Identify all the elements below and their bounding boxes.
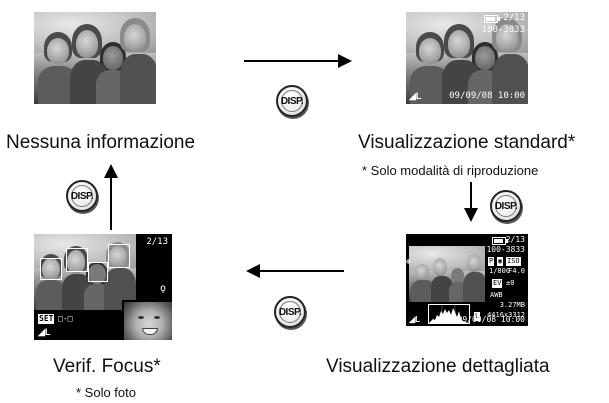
screen-detailed: ⊛ 2/13 100-3833 P ◉ ISO 1/800 F4.0 EV ±0…	[406, 234, 528, 326]
caption-standard: Visualizzazione standard*	[358, 132, 576, 153]
magnify-icon: ϙ	[159, 283, 166, 294]
frame-counter: 2/13	[505, 235, 525, 244]
face-frame	[108, 244, 130, 268]
size-L-icon: ◢L	[38, 327, 51, 337]
screen-no-info	[34, 12, 156, 104]
set-button-label: SET	[38, 314, 55, 324]
note-playback-only: * Solo modalità di riproduzione	[362, 163, 539, 178]
face-frame	[88, 262, 108, 282]
disp-button-icon: DISP.	[66, 180, 98, 212]
shutter-speed: 1/800	[489, 267, 511, 275]
exposure-comp-icon: EV	[492, 279, 503, 288]
frame-counter: 2/13	[503, 13, 525, 23]
metering-chip: ◉	[497, 257, 504, 266]
file-size: 3.27MB	[499, 301, 525, 309]
battery-icon	[484, 15, 500, 23]
image-resolution: 4416x3312	[487, 311, 525, 319]
exposure-comp: ±0	[506, 279, 515, 287]
arrow-up-left	[110, 176, 112, 230]
focus-zoom-inset	[122, 300, 172, 340]
disp-button-icon: DISP.	[276, 85, 308, 117]
arrow-head-right	[338, 54, 352, 68]
date-time: 09/09/08 10:00	[449, 91, 525, 101]
aperture: F4.0	[508, 267, 525, 275]
white-balance-icon: AWB	[490, 291, 503, 299]
size-L-icon: ◢L	[409, 91, 422, 101]
note-photo-only: * Solo foto	[76, 385, 136, 400]
histogram-icon	[428, 304, 470, 324]
face-frame	[40, 258, 62, 280]
iso-chip: ISO	[506, 257, 521, 266]
battery-icon	[492, 237, 508, 245]
screen-standard: 2/13 100-3833 ◢L 09/09/08 10:00	[406, 12, 528, 104]
folder-file-number: 100-3833	[481, 25, 525, 35]
caption-detailed: Visualizzazione dettagliata	[326, 356, 550, 377]
arrow-head-left	[246, 264, 260, 278]
date-time: 09/09/08 10:00	[457, 315, 525, 324]
arrow-head-up	[104, 164, 118, 178]
set-action-icon: □-□	[58, 314, 73, 323]
mode-chip: P	[488, 257, 495, 266]
rating-icon: ⊛	[406, 257, 411, 266]
caption-no-info: Nessuna informazione	[6, 132, 196, 153]
screen-focus-check: 2/13 ϙ SET □-□ ◢L	[34, 234, 172, 340]
folder-file-number: 100-3833	[486, 245, 525, 254]
arrow-right-top	[244, 60, 342, 62]
arrow-left-bottom	[258, 270, 344, 272]
arrow-head-down	[464, 208, 478, 222]
arrow-down-right	[470, 182, 472, 212]
face-frame	[66, 248, 88, 272]
disp-button-icon: DISP.	[490, 190, 522, 222]
size-L-chip: L	[474, 312, 481, 321]
frame-counter: 2/13	[146, 237, 168, 247]
caption-focus-check: Verif. Focus*	[53, 356, 161, 377]
disp-button-icon: DISP.	[274, 296, 306, 328]
size-L-icon: ◢L	[409, 315, 421, 324]
